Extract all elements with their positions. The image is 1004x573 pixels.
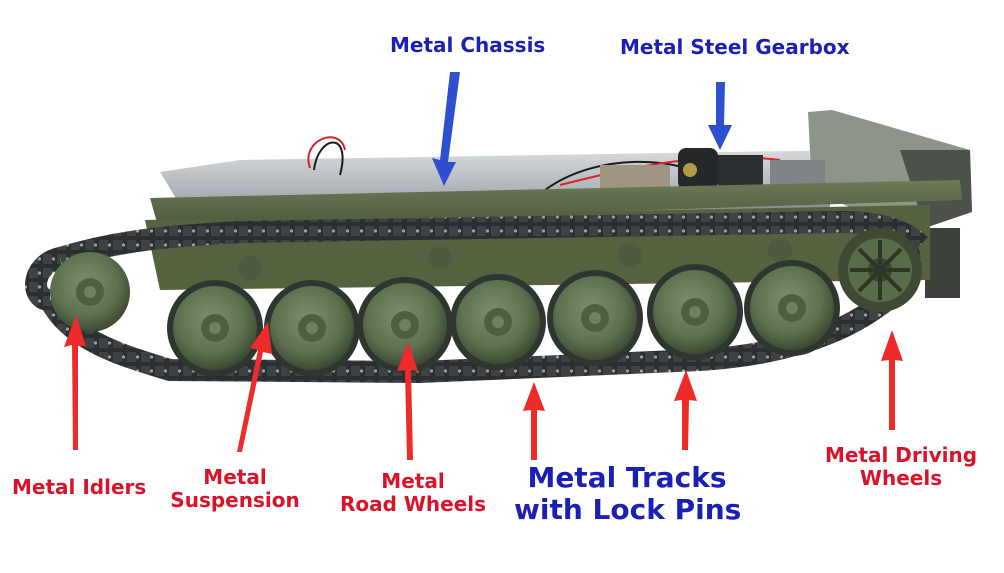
gearbox-label: Metal Steel Gearbox: [620, 35, 850, 59]
chassis-label: Metal Chassis: [390, 33, 546, 57]
road-wheels-arrow: [397, 342, 418, 460]
track-idler-wrap: [25, 247, 64, 311]
driving-wheels-arrow: [881, 330, 903, 430]
road-wheel: [450, 274, 546, 370]
driving-wheels-label-line1: Metal Driving: [824, 443, 978, 467]
driving-wheels-label-line2: Wheels: [859, 466, 943, 490]
suspension-label: Metal Suspension: [168, 466, 302, 512]
road-wheels: [167, 260, 840, 376]
tracks-arrow-right: [674, 370, 697, 450]
road-wheels-label: Metal Road Wheels: [338, 470, 488, 516]
driving-wheels-label: Metal Driving Wheels: [816, 444, 986, 490]
tracks-label-line2: with Lock Pins: [514, 493, 742, 527]
road-wheel: [357, 277, 453, 373]
idlers-arrow: [64, 315, 86, 450]
return-rollers: [238, 238, 792, 280]
tracks-arrow-left: [523, 382, 545, 460]
road-wheel: [167, 280, 263, 376]
suspension-arrow: [237, 322, 272, 452]
suspension-label-line1: Metal: [203, 465, 267, 489]
road-wheel: [547, 270, 643, 366]
idlers-label: Metal Idlers: [12, 475, 147, 499]
idler-wheel: [50, 252, 130, 332]
road-wheel: [647, 264, 743, 360]
road-wheels-label-line1: Metal: [381, 469, 445, 493]
tracks-label-line1: Metal Tracks: [527, 461, 727, 494]
road-wheel: [264, 280, 360, 376]
road-wheels-label-line2: Road Wheels: [339, 492, 487, 516]
gearbox-arrow: [708, 82, 732, 150]
chassis-arrow: [432, 72, 460, 186]
suspension-label-line2: Suspension: [170, 488, 300, 512]
track-upper-run: [56, 210, 928, 269]
tracks-label: Metal Tracks with Lock Pins: [514, 461, 742, 527]
road-wheel: [744, 260, 840, 356]
drive-sprocket: [838, 228, 922, 312]
